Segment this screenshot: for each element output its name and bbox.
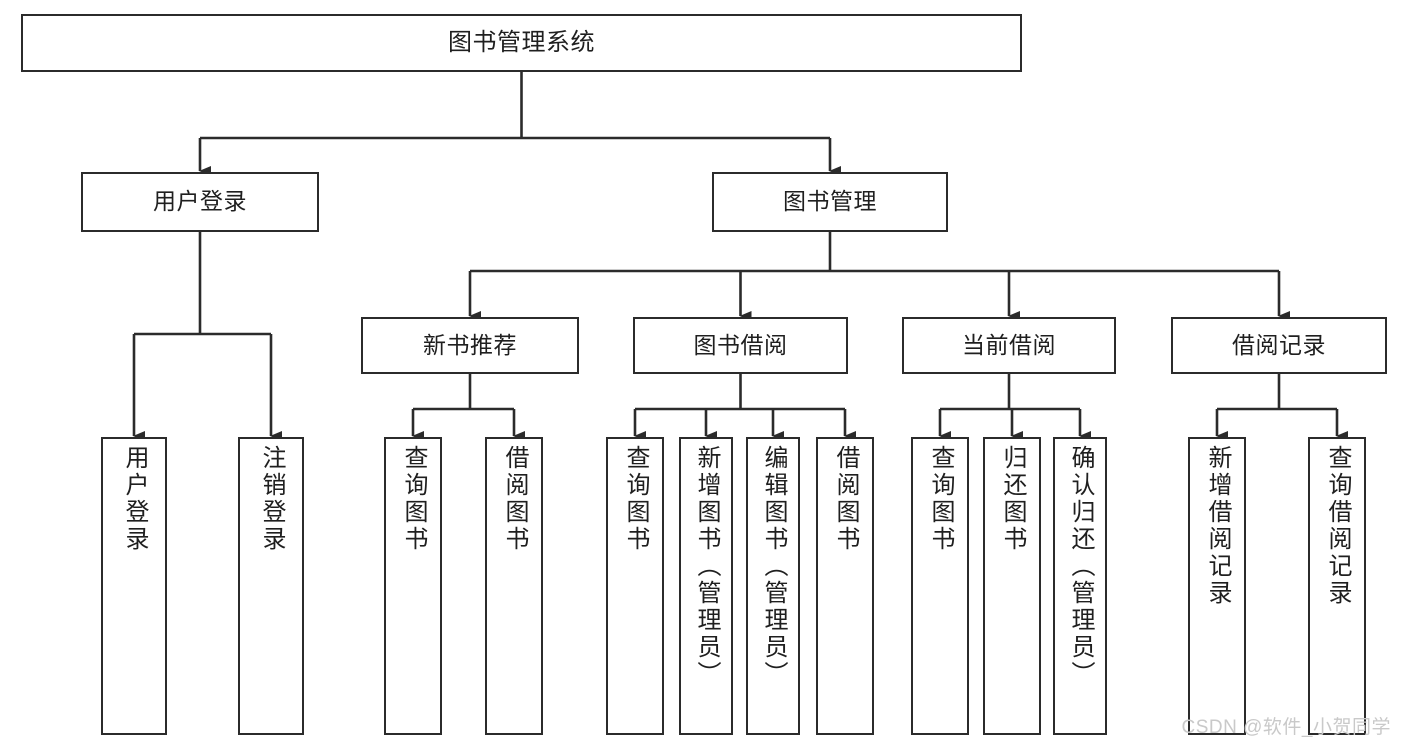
node-label: 借阅图书 bbox=[501, 445, 528, 553]
node-label: 图书管理系统 bbox=[448, 28, 595, 56]
node-label: 编辑图书（管理员） bbox=[760, 445, 787, 688]
node-leaf11[interactable]: 确认归还（管理员） bbox=[1053, 437, 1107, 735]
node-label: 查询图书 bbox=[400, 445, 427, 553]
node-l1b[interactable]: 图书管理 bbox=[712, 172, 948, 232]
node-label: 查询图书 bbox=[927, 445, 954, 553]
node-leaf3[interactable]: 查询图书 bbox=[384, 437, 442, 735]
node-leaf13[interactable]: 查询借阅记录 bbox=[1308, 437, 1366, 735]
node-label: 新增借阅记录 bbox=[1204, 445, 1231, 607]
node-label: 借阅图书 bbox=[832, 445, 859, 553]
node-l1a[interactable]: 用户登录 bbox=[81, 172, 319, 232]
node-l2c[interactable]: 当前借阅 bbox=[902, 317, 1116, 374]
node-label: 查询借阅记录 bbox=[1324, 445, 1351, 607]
node-label: 借阅记录 bbox=[1232, 331, 1326, 358]
node-l2d[interactable]: 借阅记录 bbox=[1171, 317, 1387, 374]
node-root[interactable]: 图书管理系统 bbox=[21, 14, 1022, 72]
node-label: 用户登录 bbox=[121, 445, 148, 553]
node-label: 注销登录 bbox=[258, 445, 285, 553]
node-leaf2[interactable]: 注销登录 bbox=[238, 437, 304, 735]
node-label: 新书推荐 bbox=[423, 331, 517, 358]
node-label: 查询图书 bbox=[622, 445, 649, 553]
node-leaf7[interactable]: 编辑图书（管理员） bbox=[746, 437, 800, 735]
node-l2a[interactable]: 新书推荐 bbox=[361, 317, 579, 374]
node-leaf5[interactable]: 查询图书 bbox=[606, 437, 664, 735]
node-label: 确认归还（管理员） bbox=[1067, 445, 1094, 688]
node-leaf9[interactable]: 查询图书 bbox=[911, 437, 969, 735]
node-leaf6[interactable]: 新增图书（管理员） bbox=[679, 437, 733, 735]
node-leaf4[interactable]: 借阅图书 bbox=[485, 437, 543, 735]
node-l2b[interactable]: 图书借阅 bbox=[633, 317, 848, 374]
node-label: 当前借阅 bbox=[962, 331, 1056, 358]
watermark-text: CSDN @软件_小贺同学 bbox=[1181, 717, 1391, 738]
node-leaf12[interactable]: 新增借阅记录 bbox=[1188, 437, 1246, 735]
node-label: 归还图书 bbox=[999, 445, 1026, 553]
node-leaf8[interactable]: 借阅图书 bbox=[816, 437, 874, 735]
node-leaf10[interactable]: 归还图书 bbox=[983, 437, 1041, 735]
node-label: 图书管理 bbox=[783, 188, 877, 215]
node-leaf1[interactable]: 用户登录 bbox=[101, 437, 167, 735]
node-label: 新增图书（管理员） bbox=[693, 445, 720, 688]
node-label: 图书借阅 bbox=[693, 331, 788, 358]
node-label: 用户登录 bbox=[153, 188, 247, 215]
